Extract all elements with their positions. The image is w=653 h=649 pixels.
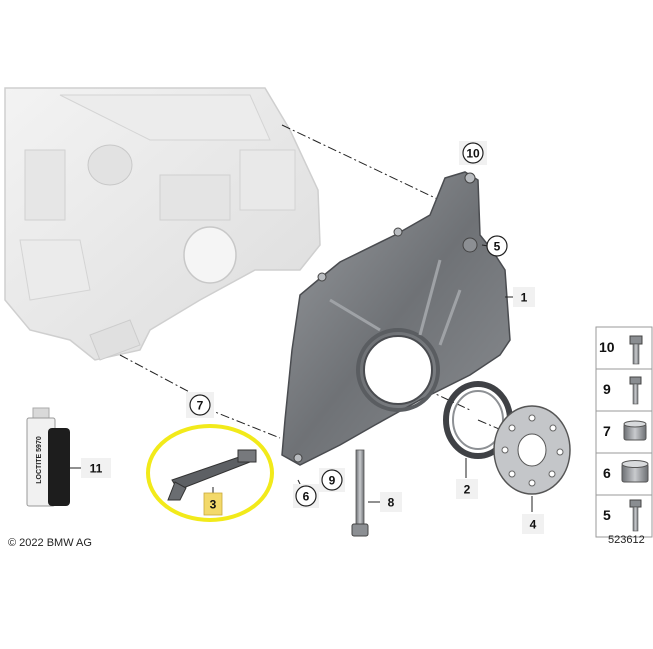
- callout-9: 9: [319, 468, 345, 492]
- callout-5: 5: [481, 235, 508, 257]
- callout-4: 4: [522, 496, 544, 534]
- copyright-text: © 2022 BMW AG: [8, 537, 92, 549]
- svg-text:5: 5: [494, 240, 501, 254]
- svg-text:9: 9: [603, 381, 611, 397]
- svg-text:1: 1: [521, 291, 528, 305]
- svg-text:11: 11: [90, 462, 103, 476]
- callout-3: 3: [203, 487, 223, 516]
- legend-row-9: 9: [603, 376, 642, 405]
- svg-text:8: 8: [388, 496, 395, 510]
- callout-10: 10: [459, 141, 487, 165]
- svg-text:6: 6: [303, 490, 310, 504]
- svg-text:4: 4: [530, 518, 537, 532]
- callout-7: 7: [186, 392, 214, 418]
- callout-2: 2: [456, 458, 478, 499]
- svg-text:2: 2: [464, 483, 471, 497]
- parts-legend: 10 9 7 6 5: [595, 326, 653, 538]
- svg-text:7: 7: [603, 423, 611, 439]
- svg-text:9: 9: [329, 474, 336, 488]
- svg-text:6: 6: [603, 465, 611, 481]
- sealant-product-label: LOCTITE 5970: [36, 436, 43, 484]
- svg-text:10: 10: [466, 147, 480, 161]
- crankshaft-sensor: [167, 449, 257, 501]
- highlight-ring: [146, 424, 274, 522]
- svg-text:10: 10: [599, 339, 615, 355]
- legend-row-7: 7: [603, 420, 647, 441]
- callout-11: 11: [70, 458, 111, 478]
- legend-row-10: 10: [599, 335, 643, 365]
- callout-8: 8: [368, 492, 402, 512]
- sealant-tube: LOCTITE 5970: [26, 407, 70, 507]
- legend-row-5: 5: [603, 499, 642, 532]
- svg-text:7: 7: [197, 399, 204, 413]
- callout-6: 6: [293, 479, 319, 508]
- diagram-reference-number: 523612: [608, 534, 645, 546]
- encoder-wheel: [493, 405, 571, 495]
- legend-row-6: 6: [603, 460, 649, 483]
- long-bolt: [351, 449, 369, 537]
- svg-text:5: 5: [603, 507, 611, 523]
- callout-1: 1: [505, 287, 535, 307]
- engine-block-illustration: [4, 87, 321, 361]
- engine-front-cover: [281, 171, 511, 466]
- svg-text:3: 3: [210, 498, 217, 512]
